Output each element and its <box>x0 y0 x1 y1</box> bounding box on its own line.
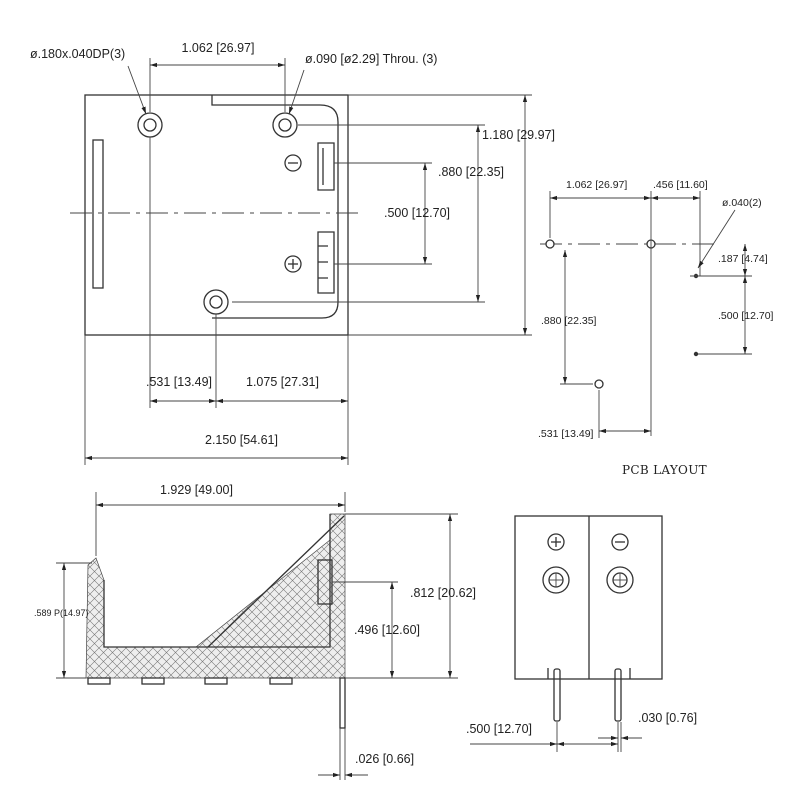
side-pin-width-label: .026 [0.66] <box>355 752 414 766</box>
end-pin-thickness-label: .030 [0.76] <box>638 711 697 725</box>
through-hole-note: ø.090 [ø2.29] Throu. (3) <box>305 52 437 66</box>
inner-cavity <box>211 95 339 319</box>
pcb-pad-diameter-label: ø.040(2) <box>722 197 762 209</box>
side-pin <box>339 677 346 729</box>
side-inner-length-label: 1.929 [49.00] <box>160 483 233 497</box>
left-hole-offset-label: .531 [13.49] <box>146 375 212 389</box>
end-minus-symbol <box>611 533 629 551</box>
pin-hole-lower <box>693 351 699 357</box>
pcb-pitch-right-label: .456 [11.60] <box>653 179 708 191</box>
section-diagonal <box>207 515 345 648</box>
mounting-feet <box>87 677 293 685</box>
overall-height-label: 1.180 [29.97] <box>482 128 555 142</box>
section-inner-edge <box>103 514 331 648</box>
holder-section <box>85 513 346 679</box>
end-plus-symbol <box>547 533 565 551</box>
end-right-hole <box>606 566 634 594</box>
blind-hole-note: ø.180x.040DP(3) <box>30 47 125 61</box>
mounting-hole-top-left <box>137 112 163 138</box>
overall-length-label: 2.150 [54.61] <box>205 433 278 447</box>
holder-outline <box>84 94 349 336</box>
end-view: .500 [12.70] .030 [0.76] <box>466 515 697 752</box>
pcb-bottom-offset-label: .531 [13.49] <box>538 428 594 440</box>
end-left-hole <box>542 566 570 594</box>
hole-pitch-bottom-label: 1.075 [27.31] <box>246 375 319 389</box>
end-pin-right <box>614 668 622 722</box>
minus-contact-tab <box>317 142 335 191</box>
end-pin-spacing-label: .500 [12.70] <box>466 722 532 736</box>
side-terminal-height-label: .496 [12.60] <box>354 623 420 637</box>
pcb-pin-spacing-label: .500 [12.70] <box>718 310 774 322</box>
side-total-height-label: .812 [20.62] <box>410 586 476 600</box>
end-pin-left <box>553 668 561 722</box>
plus-contact-tab <box>317 231 335 294</box>
mounting-hole-bottom <box>203 289 229 315</box>
mounting-hole-top-right <box>272 112 298 138</box>
pcb-layout-title: PCB LAYOUT <box>622 463 707 477</box>
pcb-pin-offset-label: .187 [4.74] <box>718 253 768 265</box>
hole-pitch-top-label: 1.062 [26.97] <box>182 41 255 55</box>
pcb-layout: 1.062 [26.97] .456 [11.60] ø.040(2) .187… <box>538 179 774 477</box>
side-left-height-label: .589 P(14.97) <box>34 608 89 618</box>
plus-terminal-symbol <box>284 255 302 273</box>
pcb-vertical-pitch-label: .880 [22.35] <box>541 315 597 327</box>
top-view: 1.062 [26.97] ø.180x.040DP(3) ø.090 [ø2.… <box>30 41 555 465</box>
centerline-offset-label: .500 [12.70] <box>384 206 450 220</box>
side-view: 1.929 [49.00] .589 P(14.97) .812 [20.62]… <box>34 483 476 780</box>
minus-terminal-symbol <box>284 154 302 172</box>
pcb-pitch-x-label: 1.062 [26.97] <box>566 179 627 191</box>
left-slot <box>92 139 104 289</box>
pad-left <box>545 239 555 249</box>
terminal-pitch-label: .880 [22.35] <box>438 165 504 179</box>
pad-bottom <box>594 379 604 389</box>
